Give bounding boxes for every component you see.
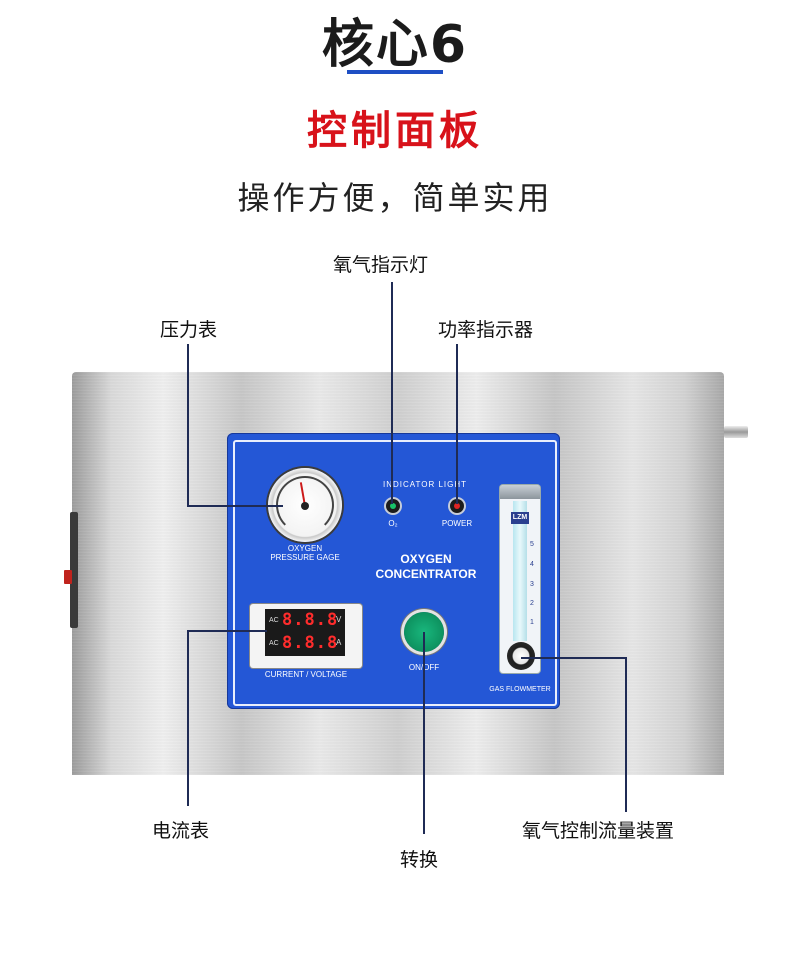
flowmeter-tube	[513, 501, 527, 641]
callout-line-power-indicator	[456, 344, 458, 504]
callout-ammeter: 电流表	[152, 820, 210, 842]
callout-power-indicator: 功率指示器	[438, 319, 534, 341]
callout-line-gauge-vertical	[187, 344, 189, 506]
side-switch	[64, 570, 72, 584]
power-label: POWER	[441, 519, 473, 528]
power-led-core	[454, 503, 460, 509]
o2-led-core	[390, 503, 396, 509]
flow-control-knob[interactable]	[507, 642, 535, 670]
gauge-hub	[301, 502, 309, 510]
flow-tick-2: 2	[530, 600, 534, 607]
o2-label: O₂	[388, 519, 398, 528]
indicator-light-label: INDICATOR LIGHT	[382, 480, 468, 489]
flow-tick-1: 1	[530, 619, 534, 626]
control-panel-border	[233, 440, 557, 706]
flowmeter-cap	[500, 485, 540, 499]
title-underline	[347, 70, 443, 74]
power-indicator-light	[450, 499, 464, 513]
flow-tick-5: 5	[530, 541, 534, 548]
flowmeter-brand: LZM	[511, 512, 529, 524]
section-title: 控制面板	[307, 108, 483, 154]
product-name-line2: CONCENTRATOR	[375, 567, 477, 581]
oxygen-outlet-nozzle	[724, 426, 748, 438]
side-handle	[70, 512, 78, 628]
gauge-label-line1: OXYGEN	[287, 544, 323, 553]
flow-tick-4: 4	[530, 561, 534, 568]
callout-line-ammeter-horizontal	[187, 630, 267, 632]
callout-line-ammeter-vertical	[187, 631, 189, 806]
callout-flow-control: 氧气控制流量装置	[522, 820, 675, 842]
voltage-readout: 8.8.8	[282, 610, 339, 630]
meter-label: CURRENT / VOLTAGE	[264, 670, 348, 679]
callout-line-flow-horizontal	[521, 657, 627, 659]
meter-unit-a: A	[336, 638, 342, 647]
flowmeter-label: GAS FLOWMETER	[489, 686, 551, 693]
current-readout: 8.8.8	[282, 633, 339, 653]
meter-unit-v: V	[336, 615, 342, 624]
subtitle: 操作方便，简单实用	[237, 179, 553, 217]
callout-oxygen-indicator: 氧气指示灯	[333, 254, 429, 276]
callout-pressure-gauge: 压力表	[160, 319, 218, 341]
callout-line-gauge-horizontal	[187, 505, 283, 507]
meter-display: AC AC 8.8.8 8.8.8 V A	[265, 609, 345, 656]
page-title: 核心6	[321, 15, 469, 75]
meter-ac-bottom: AC	[269, 640, 279, 647]
callout-line-oxygen-indicator	[391, 282, 393, 504]
callout-line-flow-vertical	[625, 657, 627, 812]
callout-line-switch	[423, 632, 425, 834]
meter-ac-top: AC	[269, 617, 279, 624]
product-name-line1: OXYGEN	[400, 552, 452, 566]
o2-indicator-light	[386, 499, 400, 513]
flow-tick-3: 3	[530, 581, 534, 588]
callout-switch: 转换	[400, 849, 439, 871]
gauge-label-line2: PRESSURE GAGE	[270, 553, 340, 562]
